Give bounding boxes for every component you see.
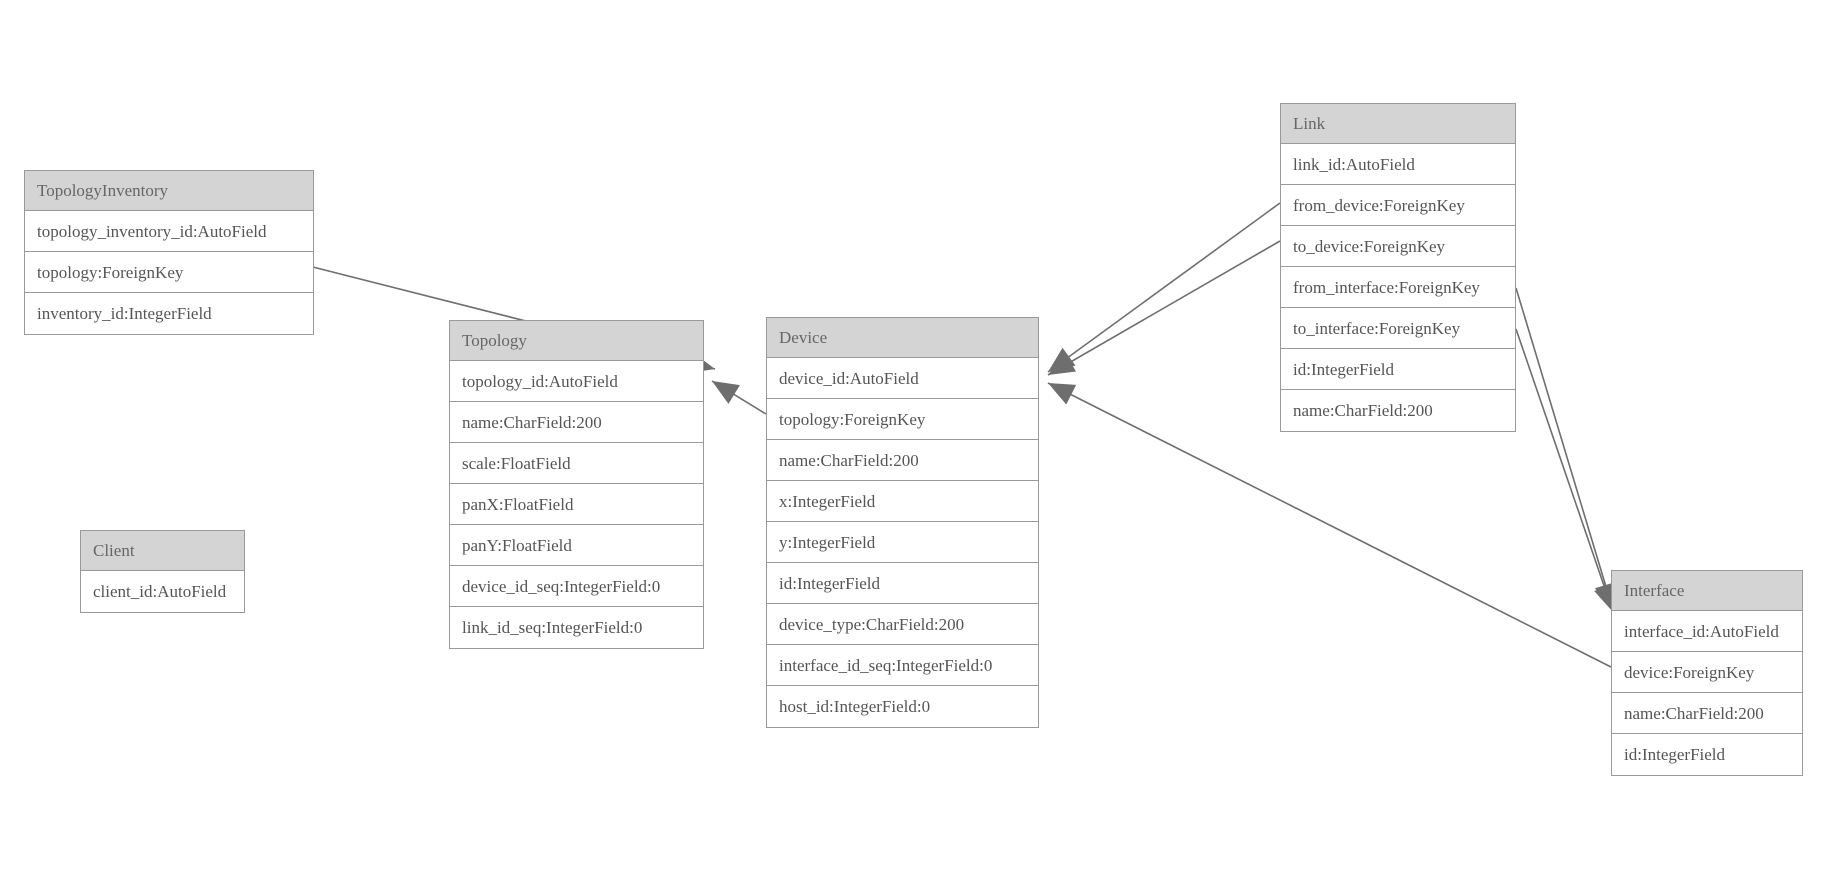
entity-field-row[interactable]: topology_inventory_id:AutoField	[25, 211, 313, 252]
rel-link-frominterface-interface	[1515, 287, 1614, 611]
rel-link-todevice-device	[1047, 240, 1281, 376]
entity-field-row[interactable]: interface_id:AutoField	[1612, 611, 1802, 652]
entity-field-row[interactable]: device_type:CharField:200	[767, 604, 1038, 645]
entity-title-client: Client	[81, 531, 244, 571]
entity-field-row[interactable]: name:CharField:200	[1281, 390, 1515, 431]
entity-field-row[interactable]: name:CharField:200	[1612, 693, 1802, 734]
rel-device-topology-arrowhead	[712, 381, 740, 404]
entity-field-row[interactable]: topology:ForeignKey	[25, 252, 313, 293]
entity-title-topology_inventory: TopologyInventory	[25, 171, 313, 211]
entity-field-row[interactable]: topology:ForeignKey	[767, 399, 1038, 440]
entity-field-row[interactable]: host_id:IntegerField:0	[767, 686, 1038, 727]
entity-field-row[interactable]: from_device:ForeignKey	[1281, 185, 1515, 226]
entity-field-row[interactable]: client_id:AutoField	[81, 571, 244, 612]
entity-field-row[interactable]: link_id_seq:IntegerField:0	[450, 607, 703, 648]
entity-field-row[interactable]: to_device:ForeignKey	[1281, 226, 1515, 267]
entity-field-row[interactable]: name:CharField:200	[767, 440, 1038, 481]
entity-field-row[interactable]: topology_id:AutoField	[450, 361, 703, 402]
entity-field-row[interactable]: inventory_id:IntegerField	[25, 293, 313, 334]
entity-field-row[interactable]: device_id_seq:IntegerField:0	[450, 566, 703, 607]
rel-link-fromdevice-device-arrowhead	[1048, 347, 1076, 372]
entity-field-row[interactable]: id:IntegerField	[1281, 349, 1515, 390]
entity-field-row[interactable]: id:IntegerField	[767, 563, 1038, 604]
rel-device-topology	[711, 380, 767, 415]
entity-title-interface: Interface	[1612, 571, 1802, 611]
entity-field-row[interactable]: device:ForeignKey	[1612, 652, 1802, 693]
entity-field-row[interactable]: to_interface:ForeignKey	[1281, 308, 1515, 349]
entity-field-row[interactable]: y:IntegerField	[767, 522, 1038, 563]
entity-field-row[interactable]: name:CharField:200	[450, 402, 703, 443]
entity-field-row[interactable]: panX:FloatField	[450, 484, 703, 525]
entity-field-row[interactable]: device_id:AutoField	[767, 358, 1038, 399]
entity-title-topology: Topology	[450, 321, 703, 361]
entity-field-row[interactable]: x:IntegerField	[767, 481, 1038, 522]
entity-field-row[interactable]: panY:FloatField	[450, 525, 703, 566]
rel-link-fromdevice-device	[1047, 202, 1281, 373]
entity-title-link: Link	[1281, 104, 1515, 144]
entity-field-row[interactable]: interface_id_seq:IntegerField:0	[767, 645, 1038, 686]
rel-interface-device-arrowhead	[1048, 383, 1077, 405]
entity-field-row[interactable]: scale:FloatField	[450, 443, 703, 484]
entity-field-row[interactable]: from_interface:ForeignKey	[1281, 267, 1515, 308]
rel-link-tointerface-interface	[1515, 328, 1614, 613]
entity-title-device: Device	[767, 318, 1038, 358]
rel-link-todevice-device-arrowhead	[1048, 352, 1077, 375]
entity-field-row[interactable]: id:IntegerField	[1612, 734, 1802, 775]
entity-field-row[interactable]: link_id:AutoField	[1281, 144, 1515, 185]
